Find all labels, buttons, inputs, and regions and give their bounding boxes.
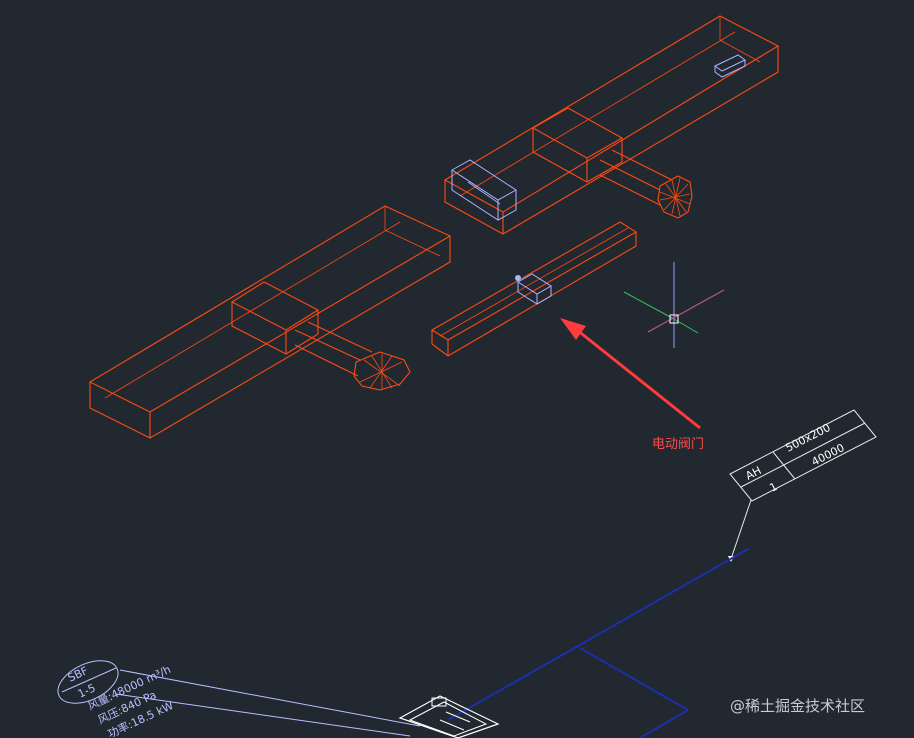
pipe-system[interactable] bbox=[447, 548, 749, 738]
tag-code: AH bbox=[743, 464, 763, 483]
duct-upper-right[interactable] bbox=[443, 15, 780, 235]
annotation-label: 电动阀门 bbox=[652, 437, 704, 452]
valve-actuator-icon bbox=[515, 275, 521, 281]
equipment-label[interactable]: SBF 1-5 风量:48000 m³/h 风压:840 Pa 功率:18.5 … bbox=[51, 652, 500, 738]
motorized-valve[interactable] bbox=[515, 273, 552, 305]
valve-annotation[interactable]: 电动阀门 bbox=[560, 318, 704, 452]
watermark: @稀土掘金技术社区 bbox=[730, 697, 865, 715]
duct-middle[interactable] bbox=[430, 221, 638, 357]
tag-flow: 40000 bbox=[809, 441, 846, 468]
duct-tag-table[interactable]: AH 500x200 1 40000 bbox=[728, 409, 877, 562]
duct-left[interactable] bbox=[88, 205, 452, 439]
fan-unit-icon[interactable] bbox=[398, 695, 500, 738]
valve-left-upper bbox=[451, 159, 517, 201]
crosshair-cursor-icon bbox=[623, 262, 725, 348]
arrow-head-icon bbox=[560, 318, 586, 340]
